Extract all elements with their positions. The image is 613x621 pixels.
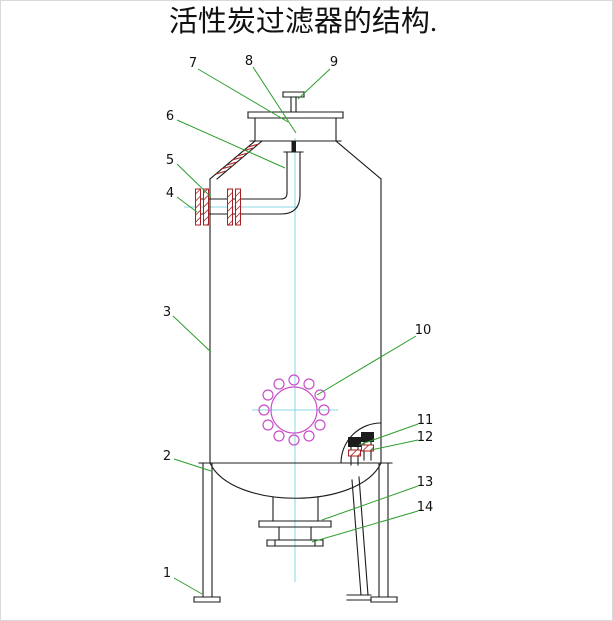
callout-7: 7 xyxy=(189,56,197,71)
callout-3: 3 xyxy=(163,305,171,320)
callout-5: 5 xyxy=(166,153,174,168)
callout-1: 1 xyxy=(163,566,171,581)
neck-connection-stub xyxy=(291,141,296,152)
callout-labels: 1 2 3 4 5 6 7 8 9 10 11 12 13 14 xyxy=(163,54,433,581)
nozzle-flange-left xyxy=(348,449,361,457)
callout-9: 9 xyxy=(330,55,338,70)
top-vent-fitting xyxy=(282,91,305,113)
cone-weld-hatch xyxy=(215,143,260,175)
bottom-outlet xyxy=(258,496,332,547)
callout-13: 13 xyxy=(417,475,434,490)
manhole xyxy=(258,374,330,446)
callout-10: 10 xyxy=(415,323,432,338)
nozzle-flange-right xyxy=(361,444,374,452)
vessel-shell xyxy=(198,111,393,499)
callout-2: 2 xyxy=(163,449,171,464)
inlet-flange-outer-left xyxy=(195,188,201,226)
drain-nozzles xyxy=(340,422,382,466)
callout-6: 6 xyxy=(166,109,174,124)
nozzle-cap-right xyxy=(361,432,374,442)
callout-14: 14 xyxy=(417,500,434,515)
inlet-pipe-assembly xyxy=(195,141,304,226)
inlet-flange-outer-right xyxy=(203,188,209,226)
callout-11: 11 xyxy=(417,413,434,428)
callout-12: 12 xyxy=(417,430,434,445)
leader-lines xyxy=(172,66,419,595)
diagram-title: 活性炭过滤器的结构. xyxy=(169,5,437,38)
callout-4: 4 xyxy=(166,186,174,201)
callout-8: 8 xyxy=(245,54,253,69)
support-legs xyxy=(193,462,398,603)
inlet-flange-inner-left xyxy=(227,188,233,226)
nozzle-cap-left xyxy=(348,437,361,447)
inlet-flange-inner-right xyxy=(235,188,241,226)
